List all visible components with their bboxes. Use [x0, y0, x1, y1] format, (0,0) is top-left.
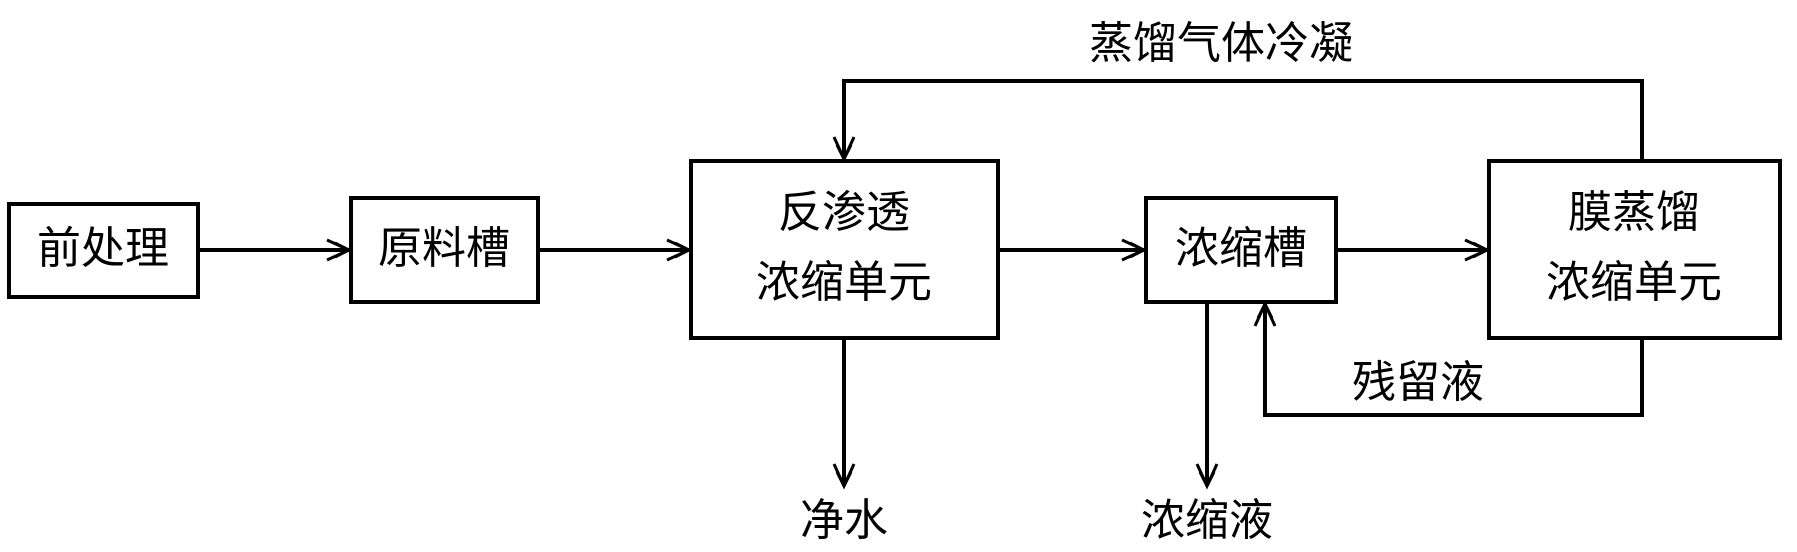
node-feed-tank-label: 原料槽 — [378, 223, 510, 274]
edge-label-distillate-condensation: 蒸馏气体冷凝 — [1089, 18, 1353, 69]
edge-label-residual-liquid: 残留液 — [1352, 357, 1484, 408]
output-label-clean-water: 净水 — [800, 495, 888, 546]
node-md-unit: 膜蒸馏 浓缩单元 — [1487, 159, 1782, 340]
node-ro-unit-label-line1: 反渗透 — [778, 187, 910, 238]
node-ro-unit: 反渗透 浓缩单元 — [689, 159, 1000, 340]
arrow-md-unit-to-ro-unit-loop — [832, 79, 1644, 163]
node-ro-unit-label-line2: 浓缩单元 — [756, 257, 932, 308]
node-concentrate-tank: 浓缩槽 — [1144, 196, 1338, 304]
arrow-md-unit-to-concentrate-tank-loop — [1253, 300, 1644, 417]
node-feed-tank: 原料槽 — [349, 196, 540, 304]
node-pretreatment-label: 前处理 — [37, 223, 169, 274]
node-md-unit-label-line2: 浓缩单元 — [1546, 257, 1722, 308]
node-concentrate-tank-label: 浓缩槽 — [1175, 223, 1307, 274]
node-md-unit-label-line1: 膜蒸馏 — [1568, 187, 1700, 238]
node-pretreatment: 前处理 — [7, 202, 200, 299]
output-label-concentrate: 浓缩液 — [1141, 495, 1273, 546]
